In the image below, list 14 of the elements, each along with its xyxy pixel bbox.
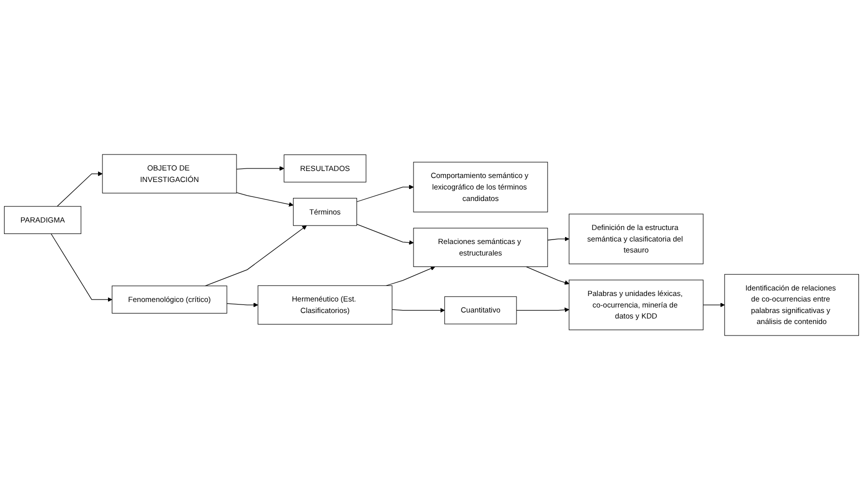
arrow (702, 302, 725, 308)
arrow (516, 308, 570, 312)
arrow (526, 266, 570, 285)
arrow (204, 225, 307, 286)
arrow (547, 236, 570, 242)
arrow (236, 166, 284, 171)
arrow (392, 308, 445, 313)
arrow (56, 171, 103, 207)
arrow (356, 224, 414, 245)
arrow (356, 184, 414, 202)
arrow (386, 266, 436, 286)
arrow (236, 192, 294, 207)
arrow (50, 233, 112, 302)
arrow (226, 302, 258, 308)
